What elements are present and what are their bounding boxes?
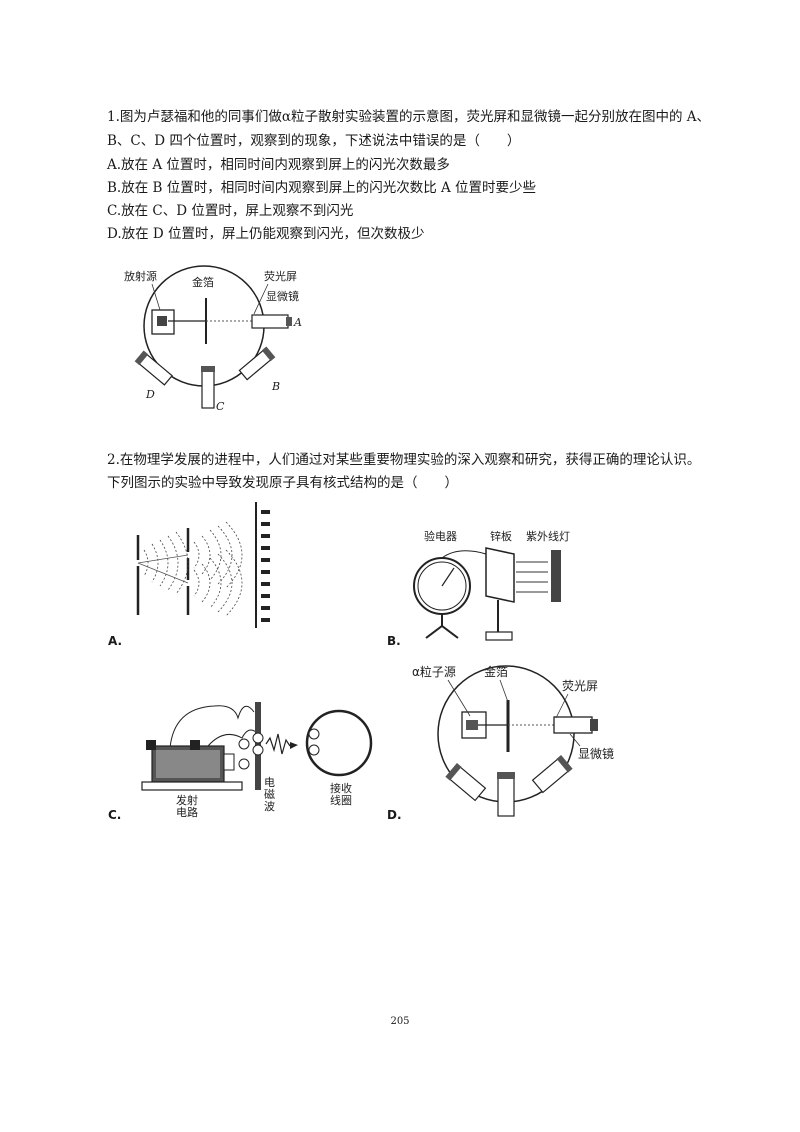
q2-figure-d-alpha-scattering: α粒子源 金箔 荧光屏 显微镜	[408, 660, 628, 820]
label-electroscope: 验电器	[424, 529, 457, 543]
label-pos-b: B	[271, 380, 280, 393]
q1-option-c: C.放在 C、D 位置时，屏上观察不到闪光	[107, 203, 354, 219]
q2-stem-line2: 下列图示的实验中导致发现原子具有核式结构的是（ ）	[107, 475, 458, 491]
q2-option-d-label: D.	[387, 808, 402, 822]
receiving-coil	[305, 709, 373, 777]
source-core	[157, 316, 167, 326]
q2-option-c-label: C.	[108, 808, 122, 822]
q2-stem-line1: 2.在物理学发展的进程中，人们通过对某些重要物理实验的深入观察和研究，获得正确的…	[107, 452, 701, 468]
q1-stem-line2: B、C、D 四个位置时，观察到的现象，下述说法中错误的是（ ）	[107, 133, 521, 149]
q2-option-a-label: A.	[108, 634, 123, 648]
label-receive-1: 接收	[330, 781, 352, 795]
microscope-c	[201, 366, 215, 409]
microscope-d	[134, 350, 173, 386]
label-foil: 金箔	[192, 275, 214, 289]
microscope-a	[251, 314, 289, 329]
uv-lamp	[551, 550, 561, 602]
q2-figure-a-double-slit	[130, 500, 280, 630]
source-box	[151, 309, 175, 335]
q1-stem-line1: 1.图为卢瑟福和他的同事们做α粒子散射实验装置的示意图，荧光屏和显微镜一起分别放…	[107, 109, 711, 125]
label-alpha-source: α粒子源	[412, 664, 456, 679]
q2-option-b-label: B.	[387, 634, 401, 648]
q2-figure-c-hertz: 发射 电路 电 磁 波 接收 线圈	[134, 688, 384, 818]
label-wave-3: 波	[264, 800, 275, 813]
label-gold-foil-d: 金箔	[484, 664, 508, 679]
q2-figure-b-photoelectric: 验电器 锌板 紫外线灯	[408, 528, 578, 646]
label-pos-c: C	[216, 400, 225, 413]
q1-option-d: D.放在 D 位置时，屏上仍能观察到闪光，但次数极少	[107, 226, 425, 242]
microscope-d-a	[553, 716, 593, 734]
label-screen-d: 荧光屏	[562, 679, 598, 693]
label-uv-lamp: 紫外线灯	[526, 529, 570, 543]
label-wave-2: 磁	[264, 788, 275, 801]
label-transmit-2: 电路	[176, 806, 198, 818]
microscope-b	[238, 346, 276, 381]
label-screen: 荧光屏	[264, 269, 297, 283]
zinc-plate	[485, 547, 515, 603]
q1-figure-scattering-apparatus: 放射源 金箔 荧光屏 显微镜 A B C D	[108, 258, 308, 418]
label-zinc-plate: 锌板	[490, 529, 512, 543]
label-source: 放射源	[124, 269, 157, 283]
label-pos-a: A	[293, 316, 302, 329]
label-receive-2: 线圈	[330, 793, 352, 807]
label-microscope: 显微镜	[266, 289, 299, 303]
label-transmit-1: 发射	[176, 793, 198, 807]
q1-option-a: A.放在 A 位置时，相同时间内观察到屏上的闪光次数最多	[107, 157, 450, 173]
label-microscope-d: 显微镜	[578, 746, 614, 761]
label-pos-d: D	[145, 388, 155, 401]
label-wave-1: 电	[264, 776, 275, 789]
page-number: 205	[390, 1016, 410, 1027]
q1-option-b: B.放在 B 位置时，相同时间内观察到屏上的闪光次数比 A 位置时要少些	[107, 180, 537, 196]
